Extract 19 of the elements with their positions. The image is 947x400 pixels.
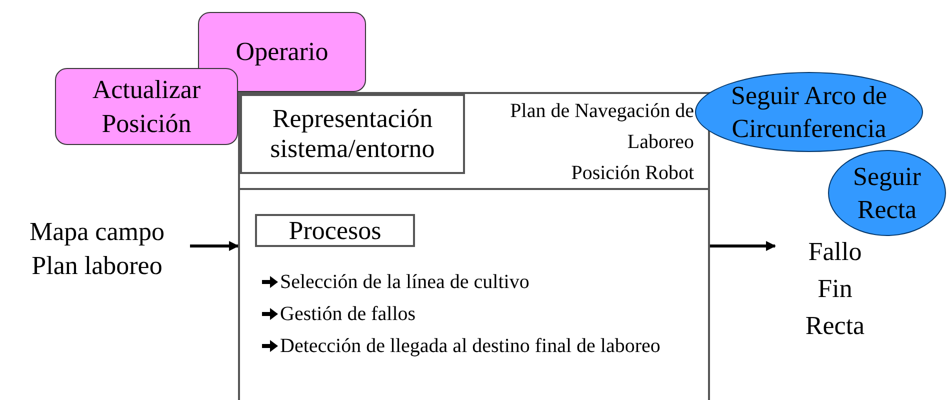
box-label: Operario — [236, 36, 328, 68]
arrow — [710, 241, 776, 251]
ellipse-label: Seguir Recta — [852, 161, 922, 226]
rounded-box — [55, 68, 238, 145]
process-box — [255, 214, 415, 247]
process-box — [240, 94, 465, 174]
list-item: Gestión de fallos — [280, 303, 416, 325]
box-label: Actualizar Posición — [91, 74, 202, 140]
box-label: Representación sistema/entorno — [269, 104, 436, 164]
arrow — [190, 241, 239, 251]
ellipse-label: Seguir Arco de Circunferencia — [730, 80, 888, 145]
box-label: Procesos — [288, 216, 382, 246]
main-frame — [238, 92, 710, 400]
list-item: Detección de llegada al destino final de laboreo — [280, 335, 660, 357]
input-label: Mapa campo Plan laboreo — [28, 216, 166, 282]
frame-text: Posición Robot — [570, 161, 694, 186]
frame-text: Plan de Navegación de Laboreo — [509, 99, 694, 155]
list-item: Selección de la línea de cultivo — [280, 271, 530, 293]
output-label: Fallo Fin Recta — [804, 236, 866, 342]
